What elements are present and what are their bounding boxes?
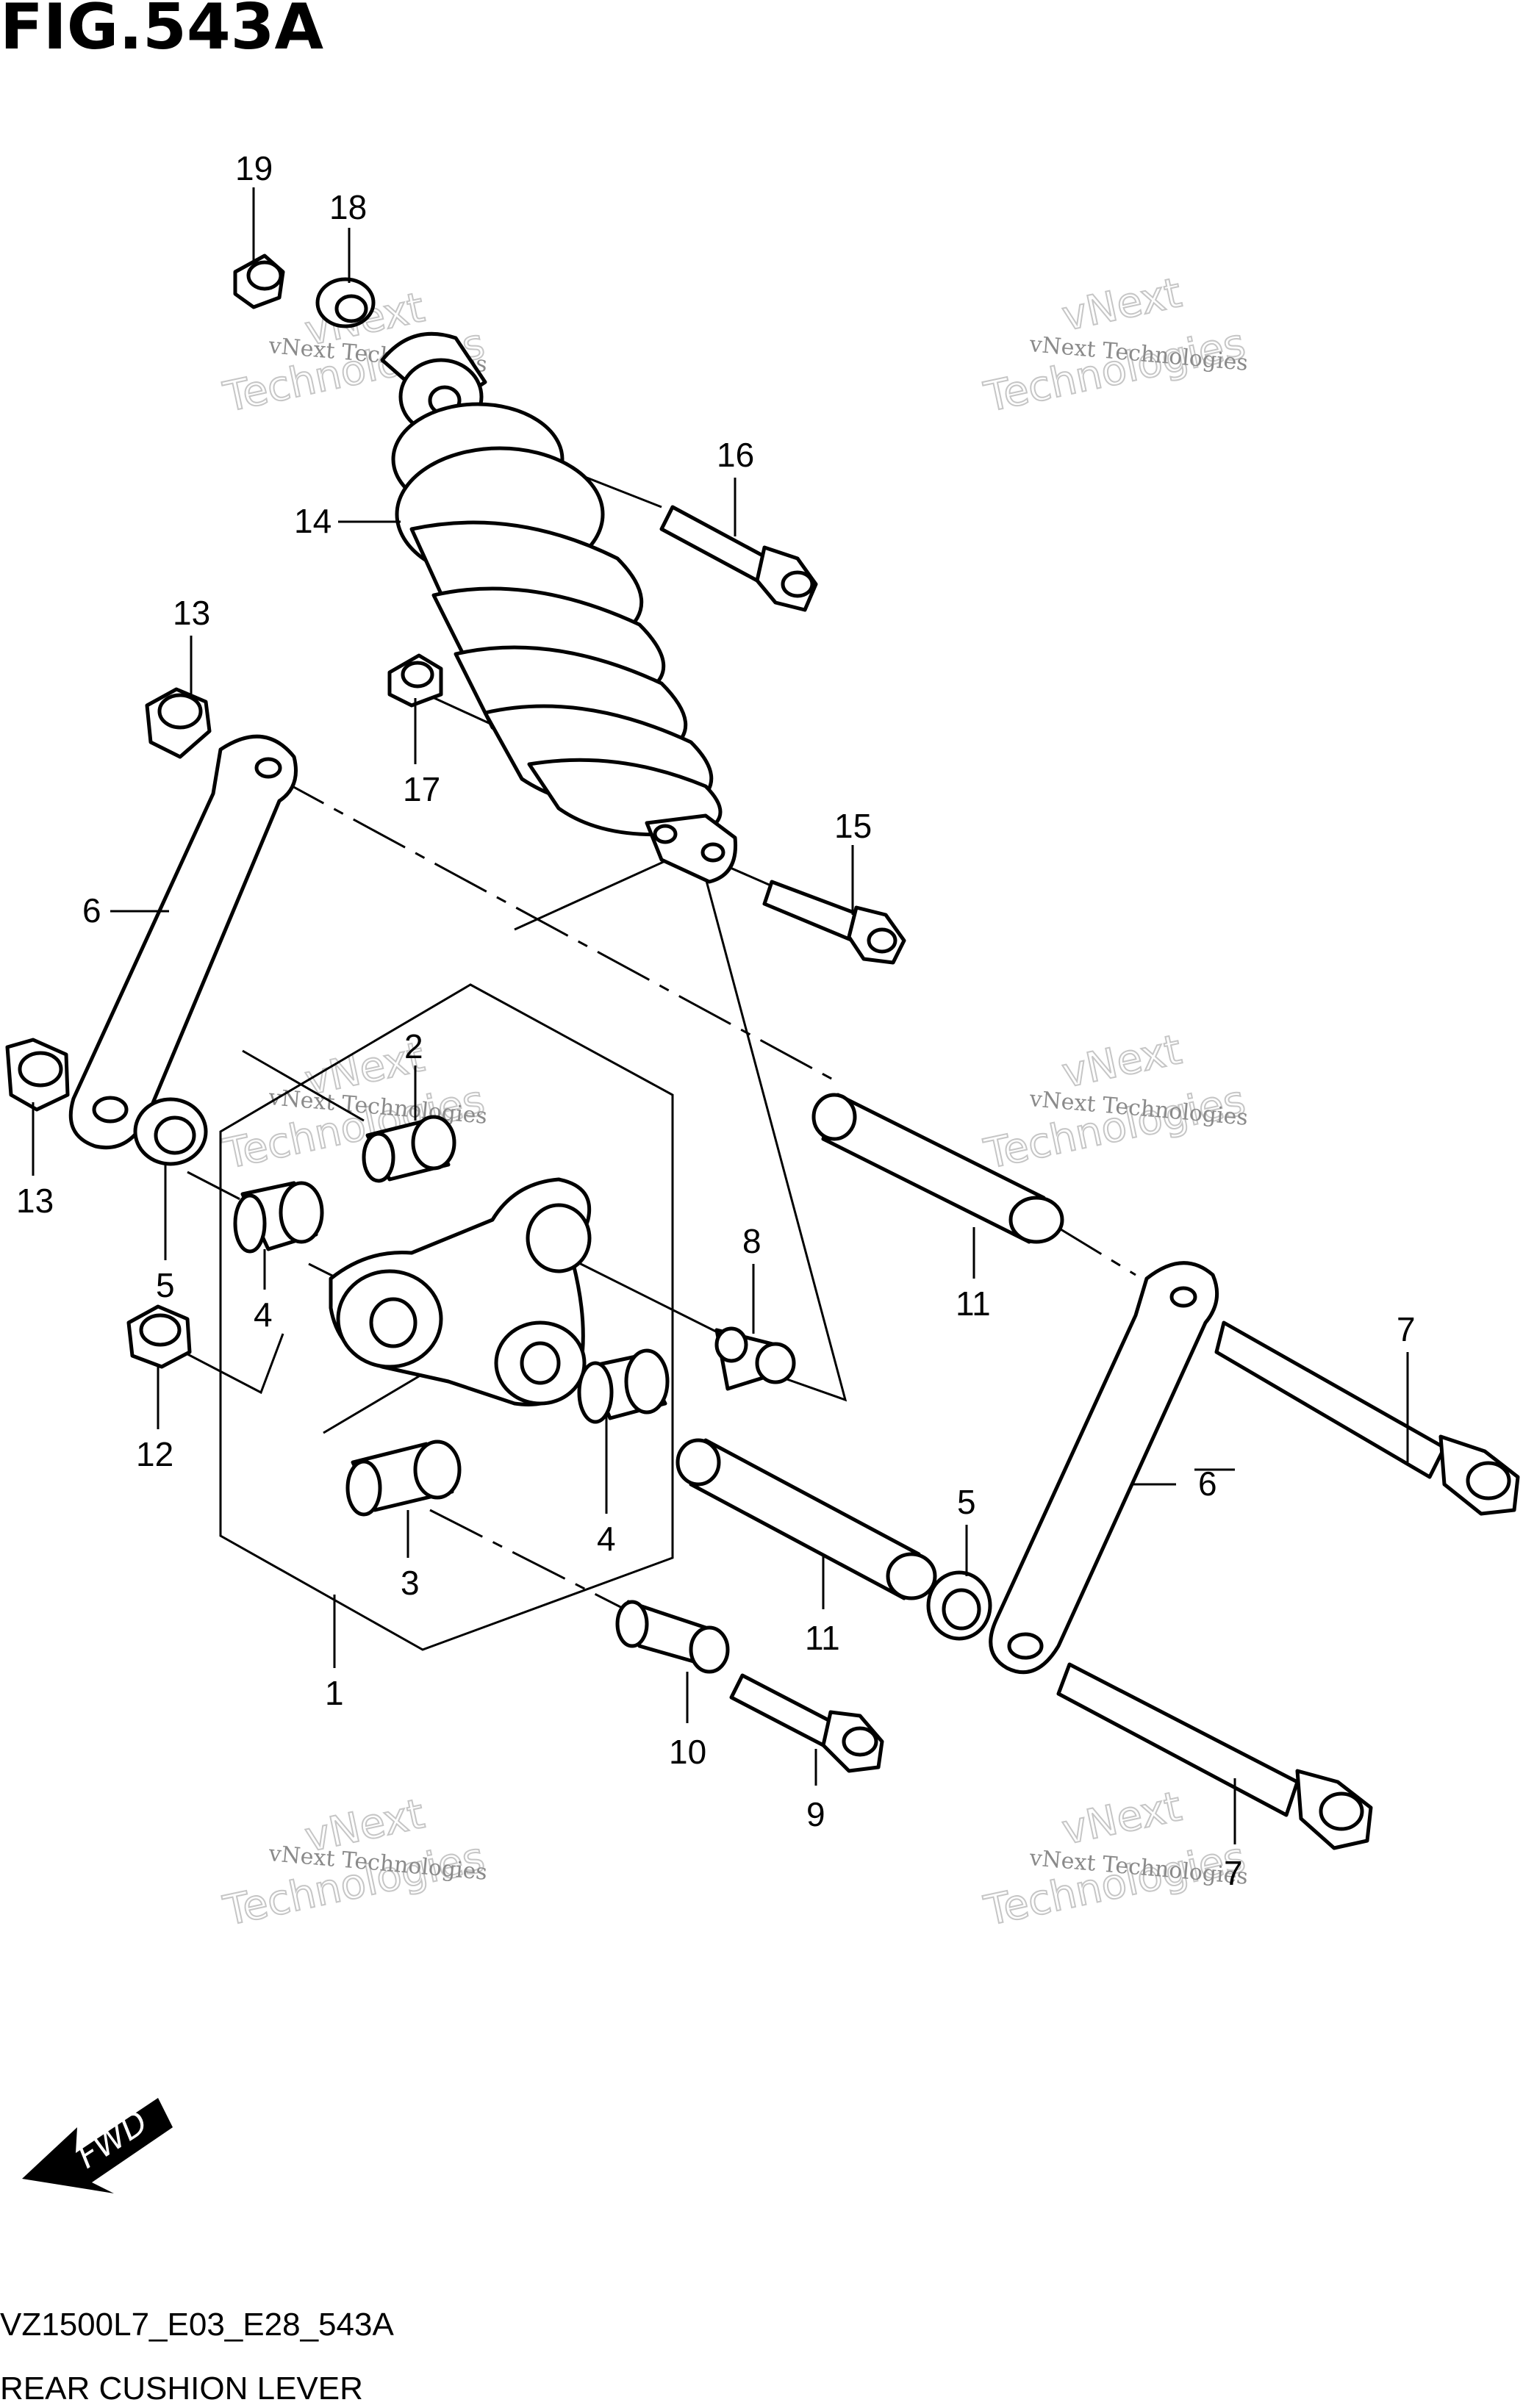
callout-13-upper: 13: [173, 594, 210, 632]
axis-line-lever-center: [565, 1255, 736, 1343]
section-title: REAR CUSHION LEVER: [0, 2371, 363, 2407]
part-7-bolt-lower[interactable]: [1056, 1662, 1373, 1850]
callout-16: 16: [717, 436, 754, 474]
axis-line-right: [1050, 1222, 1136, 1276]
axis-line-bearing-3: [429, 1509, 633, 1614]
callout-13-lower: 13: [16, 1182, 54, 1220]
axis-line-upper: [271, 774, 835, 1082]
part-3-bearing-lower[interactable]: [345, 1440, 462, 1517]
part-13-nut-upper[interactable]: [145, 687, 212, 759]
part-19-nut[interactable]: [233, 254, 285, 309]
watermark-mid-right: vNext Technologies vNext Technologies: [979, 1025, 1250, 1179]
callout-12: 12: [136, 1435, 173, 1473]
callout-6-right: 6: [1198, 1464, 1217, 1503]
callout-8: 8: [742, 1222, 762, 1260]
part-16-bolt[interactable]: [659, 505, 818, 612]
part-2-bearing-top[interactable]: [362, 1115, 456, 1183]
fwd-arrow: FWD: [22, 2098, 173, 2193]
callout-7-lower: 7: [1224, 1854, 1243, 1892]
watermark-top-right: vNext Technologies vNext Technologies: [979, 268, 1250, 423]
part-15-bolt[interactable]: [762, 880, 906, 965]
callout-5-left: 5: [156, 1266, 175, 1304]
axis-line-shock-eye: [514, 855, 677, 931]
callout-7-upper: 7: [1397, 1310, 1416, 1348]
callout-11-lower: 11: [805, 1619, 840, 1657]
callout-14: 14: [294, 502, 332, 540]
callout-17: 17: [403, 770, 440, 808]
callout-15: 15: [834, 807, 872, 845]
watermark-big-1: vNext: [1058, 1783, 1186, 1855]
watermark-bottom-right: vNext Technologies vNext Technologies: [979, 1782, 1250, 1936]
part-11-shaft-lower[interactable]: [676, 1438, 937, 1600]
part-9-bolt[interactable]: [729, 1673, 884, 1773]
callout-19: 19: [235, 149, 273, 187]
part-7-bolt-upper[interactable]: [1214, 1320, 1520, 1516]
part-4-bearing-left[interactable]: [233, 1181, 324, 1254]
axis-line-frame: [242, 1049, 365, 1122]
callout-4-right: 4: [597, 1520, 616, 1558]
callout-18: 18: [329, 188, 367, 226]
callout-5-right: 5: [957, 1483, 976, 1521]
callout-9: 9: [806, 1795, 825, 1833]
part-18-washer[interactable]: [315, 277, 376, 328]
part-6-link-left[interactable]: [68, 734, 298, 1150]
callout-11-upper: 11: [956, 1284, 991, 1323]
part-4-bearing-right[interactable]: [577, 1348, 670, 1424]
callout-6-left: 6: [82, 891, 101, 930]
axis-line-12: [176, 1333, 284, 1395]
watermark-big-2: Technologies: [980, 1077, 1249, 1179]
model-code: VZ1500L7_E03_E28_543A: [0, 2307, 394, 2343]
part-14-shock-absorber[interactable]: [380, 331, 738, 884]
part-5-seal-left[interactable]: [133, 1097, 208, 1166]
callout-3: 3: [401, 1564, 420, 1602]
watermark-big-1: vNext: [1058, 1026, 1186, 1098]
callout-numbers: 19 18 14 16 13 17 15 6 13 5 2 4 12 8 11 …: [16, 149, 1416, 1892]
part-1-cushion-lever[interactable]: [329, 1177, 592, 1406]
part-6-link-right[interactable]: [989, 1261, 1219, 1675]
callout-2: 2: [404, 1027, 423, 1065]
axis-line-collar-8: [704, 877, 847, 1402]
watermark-big-1: vNext: [1058, 269, 1186, 341]
part-11-shaft-upper[interactable]: [811, 1093, 1064, 1244]
callout-10: 10: [669, 1733, 706, 1771]
part-13-nut-lower[interactable]: [5, 1038, 70, 1112]
part-12-nut[interactable]: [126, 1304, 192, 1369]
callout-4-left: 4: [254, 1295, 273, 1334]
watermark-bottom-left: vNext Technologies vNext Technologies: [218, 1789, 489, 1936]
callout-1: 1: [325, 1674, 344, 1712]
part-8-collar[interactable]: [714, 1326, 796, 1391]
part-10-collar[interactable]: [615, 1600, 730, 1674]
leader-lines: [32, 187, 1409, 1844]
lever-assembly-outline: [219, 983, 674, 1651]
figure-title: FIG.543A: [0, 0, 324, 64]
part-17-nut[interactable]: [387, 653, 443, 708]
part-5-seal-right[interactable]: [926, 1570, 992, 1641]
